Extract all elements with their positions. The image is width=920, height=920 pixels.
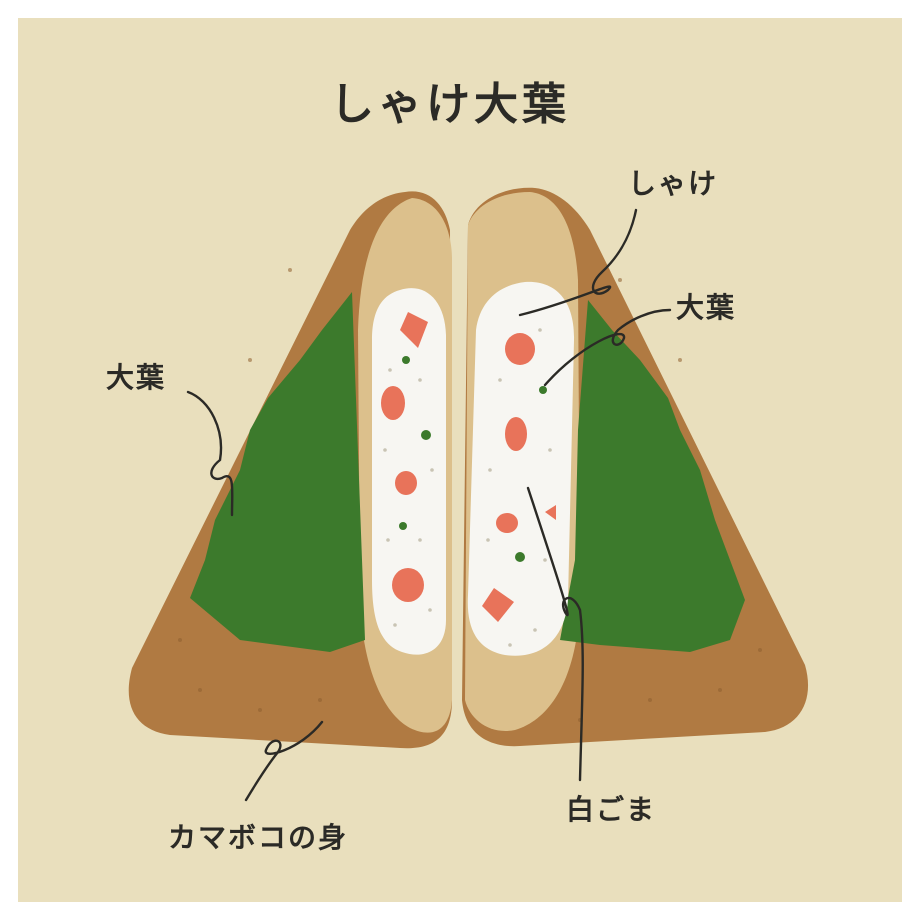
right-sandwich-half [462, 187, 809, 747]
background-panel [18, 18, 902, 902]
left-leaf-bits [399, 356, 431, 530]
crust-speckles [178, 268, 762, 722]
salmon-piece [392, 568, 424, 602]
right-sesame [486, 328, 552, 647]
salmon-piece [505, 333, 535, 365]
page-title: しゃけ大葉 [330, 79, 570, 130]
label-shake: しゃけ [628, 167, 719, 200]
leader-shake [518, 208, 638, 317]
left-salmon-pieces [381, 312, 428, 602]
right-leaf [560, 300, 745, 652]
leader-ooba-left [186, 390, 234, 517]
right-salmon-pieces [482, 333, 556, 622]
salmon-piece [505, 417, 527, 451]
leader-ooba-right [543, 308, 672, 387]
right-leaf-bits [515, 386, 547, 562]
left-sandwich-half [128, 191, 452, 749]
left-leaf [190, 292, 365, 652]
left-rice [372, 288, 446, 655]
label-ooba-right: 大葉 [676, 291, 737, 324]
salmon-piece [395, 471, 417, 495]
label-shirogoma: 白ごま [566, 793, 657, 826]
salmon-piece [400, 312, 428, 348]
salmon-piece [482, 588, 514, 622]
label-ooba-left: 大葉 [106, 361, 167, 394]
salmon-piece [381, 386, 405, 420]
leader-shirogoma [526, 486, 584, 782]
leader-kamaboko [244, 720, 324, 802]
right-rice [467, 281, 575, 656]
label-kamaboko: カマボコの身 [168, 821, 349, 854]
salmon-piece [545, 505, 556, 520]
left-sesame [383, 368, 434, 627]
salmon-piece [496, 513, 518, 533]
leader-lines [186, 208, 672, 802]
